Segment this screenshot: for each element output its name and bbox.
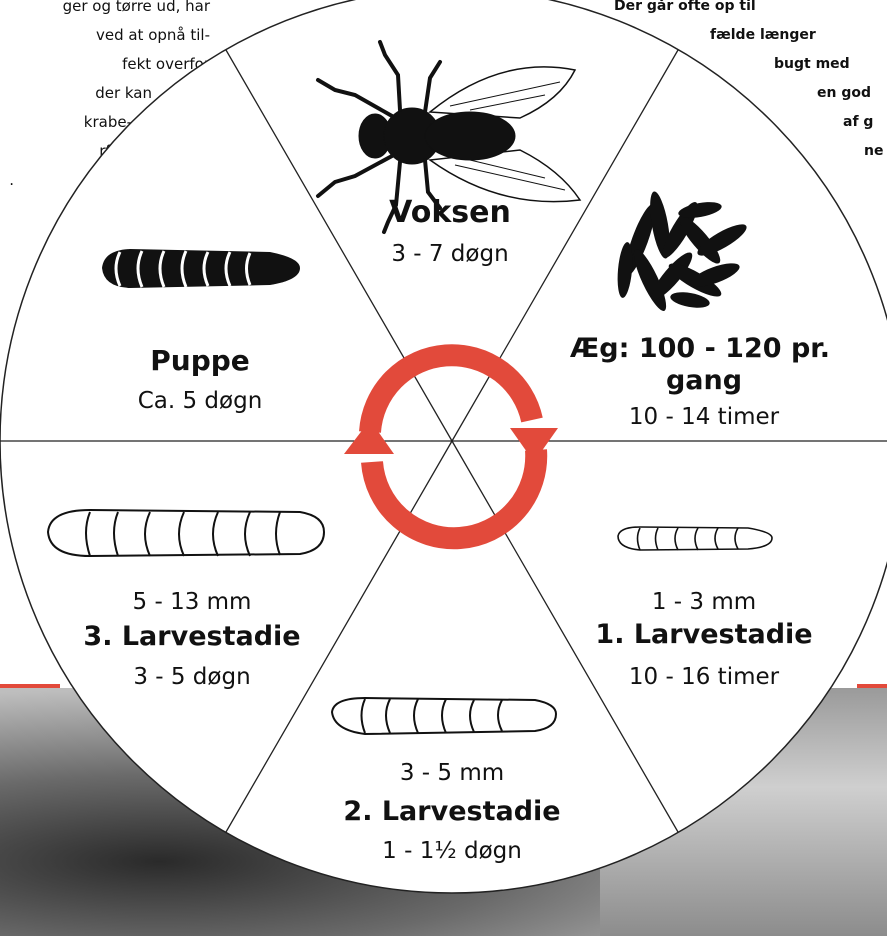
segment-larva3-size: 5 - 13 mm xyxy=(133,589,252,615)
larva-icon xyxy=(48,510,324,556)
segment-egg-title-line2: gang xyxy=(666,365,742,396)
segment-larva1-size: 1 - 3 mm xyxy=(652,589,756,615)
segment-pupa-title: Puppe xyxy=(150,344,250,377)
segment-larva1-duration: 10 - 16 timer xyxy=(629,664,780,690)
segment-larva3-title: 3. Larvestadie xyxy=(83,621,300,652)
segment-larva2-size: 3 - 5 mm xyxy=(400,760,504,786)
segment-voksen-title: Voksen xyxy=(389,195,511,230)
pupa-icon xyxy=(102,249,300,288)
segment-larva2-duration: 1 - 1½ døgn xyxy=(382,838,522,864)
segment-larva3-duration: 3 - 5 døgn xyxy=(133,664,250,690)
segment-larva2-title: 2. Larvestadie xyxy=(343,796,560,827)
larva-icon xyxy=(618,527,772,550)
larva-icon xyxy=(332,698,556,734)
segment-voksen-duration: 3 - 7 døgn xyxy=(391,241,508,267)
segment-pupa-duration: Ca. 5 døgn xyxy=(138,388,263,414)
segment-egg-title-line1: Æg: 100 - 120 pr. xyxy=(570,333,830,364)
segment-larva1-title: 1. Larvestadie xyxy=(595,619,812,650)
segment-egg-duration: 10 - 14 timer xyxy=(629,404,780,430)
